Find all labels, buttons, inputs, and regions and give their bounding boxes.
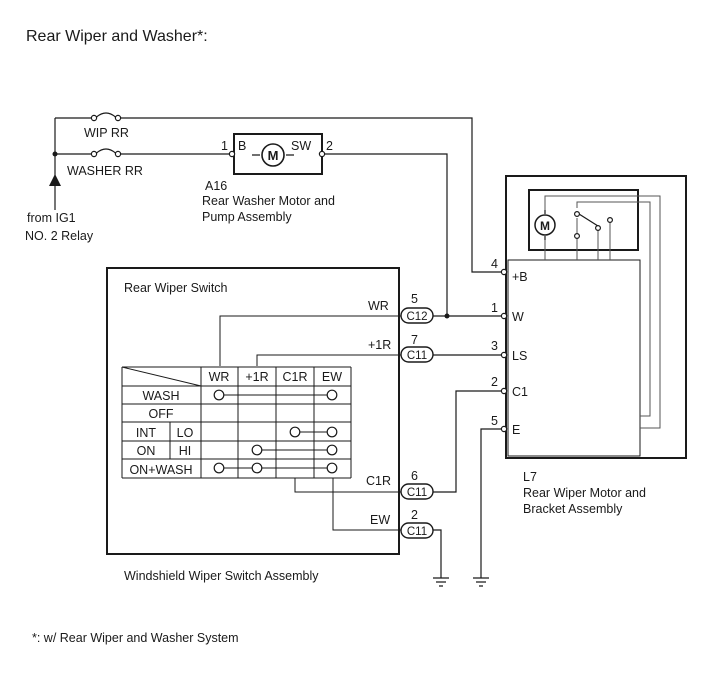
signal-label: +1R xyxy=(368,338,391,352)
l7-pin-label: W xyxy=(512,310,524,324)
table-row-sublabel: HI xyxy=(179,444,192,458)
motor-symbol: M xyxy=(268,148,279,163)
power-source: from IG1 NO. 2 Relay xyxy=(25,117,94,243)
table-row-label: WASH xyxy=(142,389,179,403)
continuity-circle xyxy=(213,389,225,401)
l7-pin-label: C1 xyxy=(512,385,528,399)
continuity-circle xyxy=(213,462,225,474)
connector-plus-1r: +1R 7 C11 xyxy=(368,333,434,363)
continuity-circle xyxy=(251,462,263,474)
pin-number: 2 xyxy=(411,508,418,522)
fuse-label: WIP RR xyxy=(84,126,129,140)
a16-pin-2: 2 xyxy=(326,139,333,153)
l7-name-line2: Bracket Assembly xyxy=(523,502,623,516)
lead-wr xyxy=(219,315,401,366)
connector-wr: WR 5 C12 xyxy=(368,292,434,324)
a16-code: A16 xyxy=(205,179,227,193)
diagram-title: Rear Wiper and Washer*: xyxy=(26,28,208,45)
l7-code: L7 xyxy=(523,470,537,484)
l7-pin-label: +B xyxy=(512,270,528,284)
fuse-terminal-icon xyxy=(90,114,98,122)
continuity-circle xyxy=(326,462,338,474)
table-row-label: ON+WASH xyxy=(129,463,192,477)
l7-pin-number: 2 xyxy=(491,375,498,389)
connector-code: C11 xyxy=(407,487,427,499)
continuity-circle xyxy=(326,426,338,438)
pin-number: 6 xyxy=(411,469,418,483)
l7-pin-number: 1 xyxy=(491,301,498,315)
lead-ew xyxy=(332,478,401,531)
source-label-line2: NO. 2 Relay xyxy=(25,229,94,243)
pin-number: 7 xyxy=(411,333,418,347)
lead-plus-1r xyxy=(256,354,401,366)
fuse-icon xyxy=(96,112,116,118)
fuse-terminal-icon xyxy=(90,150,98,158)
washer-motor-a16: 1 B SW 2 M A16 Rear Washer Motor and Pum… xyxy=(202,133,335,224)
fuse-wip-rr: WIP RR xyxy=(84,112,129,140)
fuse-icon xyxy=(96,148,116,154)
table-row-sublabel: LO xyxy=(177,426,194,440)
source-label-line1: from IG1 xyxy=(27,211,76,225)
signal-label: C1R xyxy=(366,474,391,488)
table-row-label: OFF xyxy=(149,407,174,421)
l7-pin-label: LS xyxy=(512,349,527,363)
motor-symbol: M xyxy=(540,219,550,233)
lead-c1r xyxy=(294,478,401,493)
connector-code: C11 xyxy=(407,350,427,362)
pin-number: 5 xyxy=(411,292,418,306)
switch-position-table: WR +1R C1R EW WASH OFF INT LO ON HI ON+W… xyxy=(121,366,352,479)
table-header: WR xyxy=(209,370,230,384)
connector-c1r: C1R 6 C11 xyxy=(366,469,434,500)
table-row-label: INT xyxy=(136,426,157,440)
continuity-circle xyxy=(326,444,338,456)
table-header: EW xyxy=(322,370,342,384)
wire-wip-rr-to-plus-b xyxy=(121,117,501,273)
table-header: C1R xyxy=(282,370,307,384)
a16-label-b: B xyxy=(238,139,246,153)
wire-c1r-to-c1 xyxy=(433,390,501,493)
a16-pin-1: 1 xyxy=(221,139,228,153)
switch-title: Rear Wiper Switch xyxy=(124,281,228,295)
connector-code: C12 xyxy=(406,311,427,323)
a16-name-line2: Pump Assembly xyxy=(202,210,292,224)
a16-label-sw: SW xyxy=(291,139,311,153)
continuity-circle xyxy=(251,444,263,456)
footnote: *: w/ Rear Wiper and Washer System xyxy=(32,631,239,645)
l7-pin-number: 3 xyxy=(491,339,498,353)
signal-label: EW xyxy=(370,513,390,527)
fuse-washer-rr: WASHER RR xyxy=(67,148,143,178)
motor-icon xyxy=(261,143,285,167)
ground-icon xyxy=(433,577,449,587)
connector-code: C11 xyxy=(407,526,427,538)
fuse-label: WASHER RR xyxy=(67,164,143,178)
a16-name-line1: Rear Washer Motor and xyxy=(202,194,335,208)
continuity-circle xyxy=(289,426,301,438)
motor-icon xyxy=(534,214,556,236)
ground-icon xyxy=(473,577,489,587)
source-arrow-icon xyxy=(49,174,61,186)
l7-name-line1: Rear Wiper Motor and xyxy=(523,486,646,500)
signal-label: WR xyxy=(368,299,389,313)
switch-assembly-label: Windshield Wiper Switch Assembly xyxy=(124,569,319,583)
rear-wiper-switch: Rear Wiper Switch Windshield Wiper Switc… xyxy=(106,267,400,583)
connector-ew: EW 2 C11 xyxy=(370,508,434,539)
l7-pin-label: E xyxy=(512,423,520,437)
wire-e-to-ground xyxy=(480,428,501,578)
wire-a16-sw-to-w xyxy=(325,153,448,316)
table-header: +1R xyxy=(245,370,268,384)
wiper-motor-l7: M 4 +B 1 W 3 LS 2 C1 5 E L7 Rear Wiper M… xyxy=(491,175,687,516)
l7-pin-number: 5 xyxy=(491,414,498,428)
wire-ew-to-ground xyxy=(433,529,442,578)
l7-pin-number: 4 xyxy=(491,257,498,271)
table-row-label: ON xyxy=(137,444,156,458)
continuity-circle xyxy=(326,389,338,401)
